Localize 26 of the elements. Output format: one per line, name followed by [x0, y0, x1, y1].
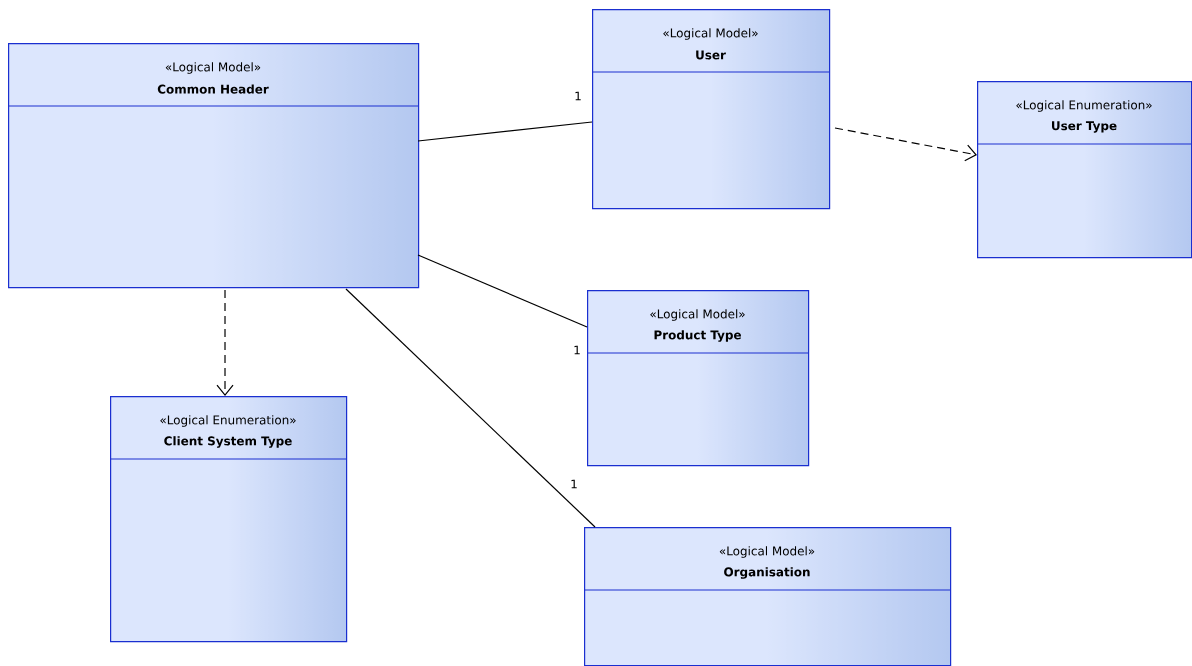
- stereotype-text: «Logical Model»: [650, 309, 745, 321]
- multiplicity-label: 1: [575, 91, 581, 101]
- class-name: User: [696, 50, 726, 60]
- class-box: [976, 81, 1192, 259]
- association-line: [345, 288, 596, 528]
- class-name: Organisation: [724, 567, 810, 579]
- class-box: [583, 527, 952, 666]
- class-name: Common Header: [157, 84, 269, 94]
- class-box: [7, 43, 420, 289]
- stereotype-text: «Logical Model»: [165, 62, 261, 74]
- class-box: [586, 290, 810, 467]
- stereotype-text: «Logical Enumeration»: [1016, 100, 1152, 112]
- association-line: [417, 254, 588, 328]
- class-name: Client System Type: [164, 436, 292, 448]
- class-name: Product Type: [654, 330, 741, 342]
- stereotype-text: «Logical Enumeration»: [160, 415, 296, 427]
- class-box: [591, 9, 831, 210]
- multiplicity-label: 1: [574, 345, 580, 355]
- class-box: [109, 396, 348, 643]
- dependency-arrow: [216, 289, 234, 396]
- stereotype-text: «Logical Model»: [719, 546, 815, 558]
- multiplicity-label: 1: [571, 479, 577, 489]
- stereotype-text: «Logical Model»: [663, 28, 758, 40]
- class-name: User Type: [1052, 121, 1117, 133]
- dependency-arrow: [834, 127, 977, 162]
- association-line: [417, 121, 593, 142]
